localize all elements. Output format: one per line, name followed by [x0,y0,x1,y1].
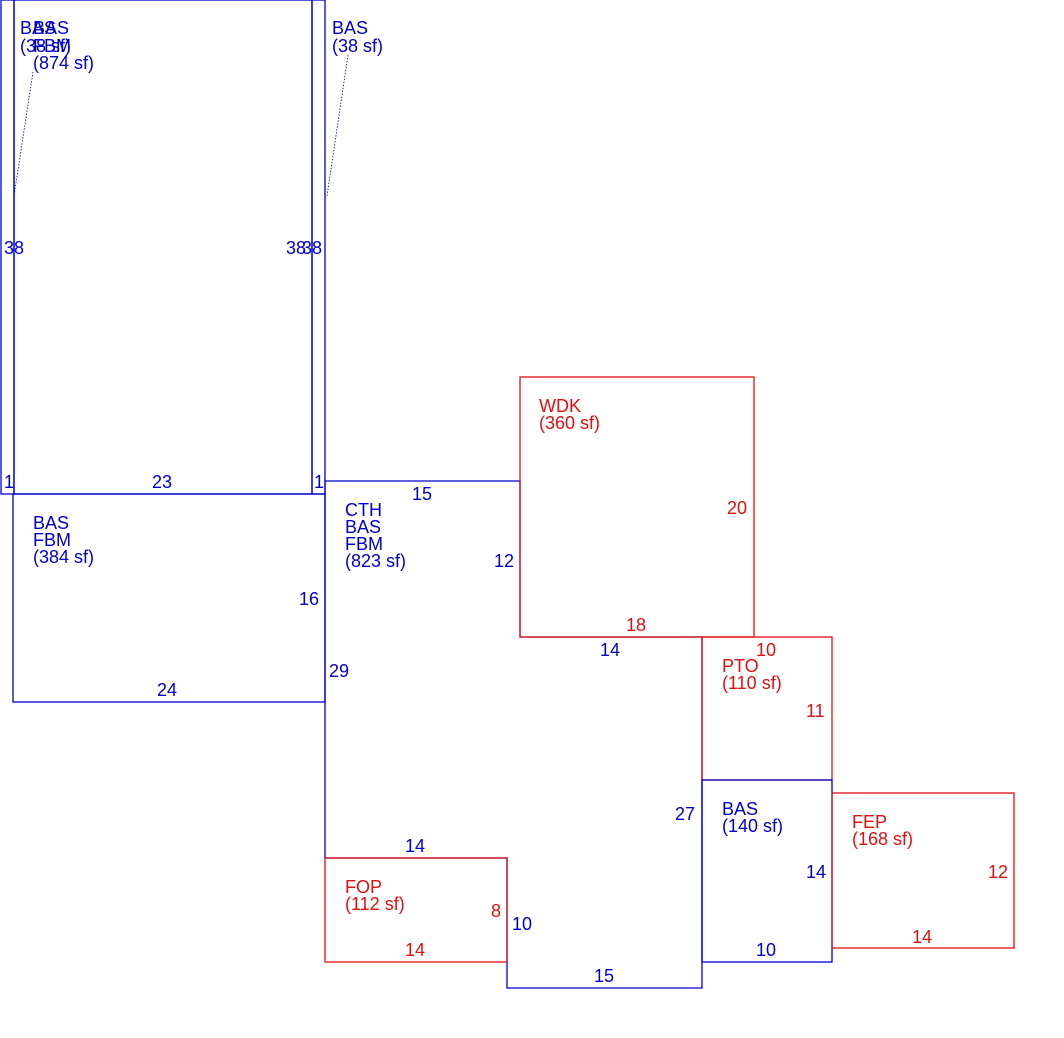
dim-29: 29 [329,661,349,681]
area-label-pto-code: PTO [722,656,759,676]
dim-1-left: 1 [4,472,14,492]
area-bas-fbm-874-outline [13,0,313,495]
dim-20: 20 [727,498,747,518]
dim-14-fop-top: 14 [405,836,425,856]
dim-10-pto: 10 [756,640,776,660]
dim-14-bas: 14 [806,862,826,882]
dim-23: 23 [152,472,172,492]
dim-14-fop-bottom: 14 [405,940,425,960]
dim-24: 24 [157,680,177,700]
area-label-bas-38-left-code: BAS [20,18,56,38]
area-label-fep-code: FEP [852,812,887,832]
area-label-pto-area: (110 sf) [722,673,782,693]
dim-12-fep: 12 [988,862,1008,882]
area-label-384-area: (384 sf) [33,547,94,567]
area-label-fop-code: FOP [345,877,382,897]
dim-38-right: 38 [302,238,322,258]
dim-38-mid: 38 [286,238,306,258]
area-label-823-code2: BAS [345,517,381,537]
dim-15-top: 15 [412,484,432,504]
area-fop-outline [324,857,508,963]
dim-15-bottom: 15 [594,966,614,986]
area-label-874-code1: BAS [33,18,69,38]
dim-10-bas: 10 [756,940,776,960]
area-wdk-outline [519,376,755,638]
area-label-fep-area: (168 sf) [852,829,913,849]
dim-11: 11 [806,701,825,721]
area-label-874-code2: FBM [33,36,71,56]
leader-line-right [326,54,349,197]
dim-38-left: 38 [4,238,24,258]
area-label-bas-38-right-code: BAS [332,18,368,38]
dim-18: 18 [626,615,646,635]
area-fep-outline [831,792,1015,949]
dim-8: 8 [491,901,501,921]
area-label-823-code3: FBM [345,534,383,554]
area-label-bas-38-right-area: (38 sf) [332,36,383,56]
area-label-384-code2: FBM [33,530,71,550]
leader-line-left [13,71,34,197]
area-label-fop-area: (112 sf) [345,894,405,914]
area-label-bas-38-left-area: (38 sf) [20,36,71,56]
area-label-bas-140-area: (140 sf) [722,816,783,836]
dim-1-right: 1 [314,472,324,492]
dim-14-wdk: 14 [600,640,620,660]
area-label-823-code1: CTH [345,500,382,520]
dim-16: 16 [299,589,319,609]
area-bas-38-left-outline [0,0,15,495]
area-label-wdk-area: (360 sf) [539,413,600,433]
area-label-384-code1: BAS [33,513,69,533]
dim-12: 12 [494,551,514,571]
area-label-874-area: (874 sf) [33,53,94,73]
area-label-bas-140-code: BAS [722,799,758,819]
dim-27: 27 [675,804,695,824]
dim-14-fep: 14 [912,927,932,947]
dim-10-fop: 10 [512,914,532,934]
area-label-823-area: (823 sf) [345,551,406,571]
area-label-wdk-code: WDK [539,396,581,416]
